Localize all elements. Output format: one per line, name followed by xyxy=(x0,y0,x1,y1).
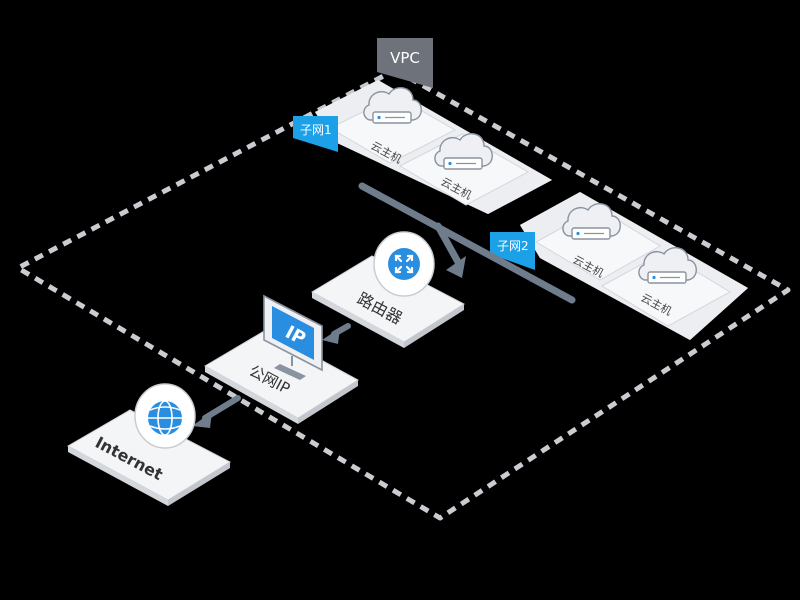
subnet-1 xyxy=(315,80,552,214)
globe-icon xyxy=(134,383,196,449)
arrow-to-router xyxy=(446,256,466,278)
vpc-boundary xyxy=(15,67,791,521)
router-node: 路由器 xyxy=(310,231,466,348)
arrow-router-to-ip xyxy=(322,323,351,344)
subnet-2 xyxy=(520,192,748,340)
subnet-1-tag: 子网1 xyxy=(293,116,338,152)
subnet-1-label: 子网1 xyxy=(300,123,332,137)
internet-node: Internet xyxy=(66,383,232,506)
monitor-ip-icon: IP xyxy=(263,294,323,380)
vpc-tab: VPC xyxy=(377,38,433,88)
router-icon xyxy=(373,231,435,297)
host-card: 云主机 xyxy=(398,133,530,206)
subnet-2-label: 子网2 xyxy=(497,239,529,253)
subnet-2-tag: 子网2 xyxy=(490,232,535,270)
vpc-label: VPC xyxy=(390,49,420,67)
subnet-connector xyxy=(358,182,576,304)
public-ip-node: IP 公网IP xyxy=(203,294,359,424)
arrow-ip-to-internet xyxy=(192,395,241,428)
